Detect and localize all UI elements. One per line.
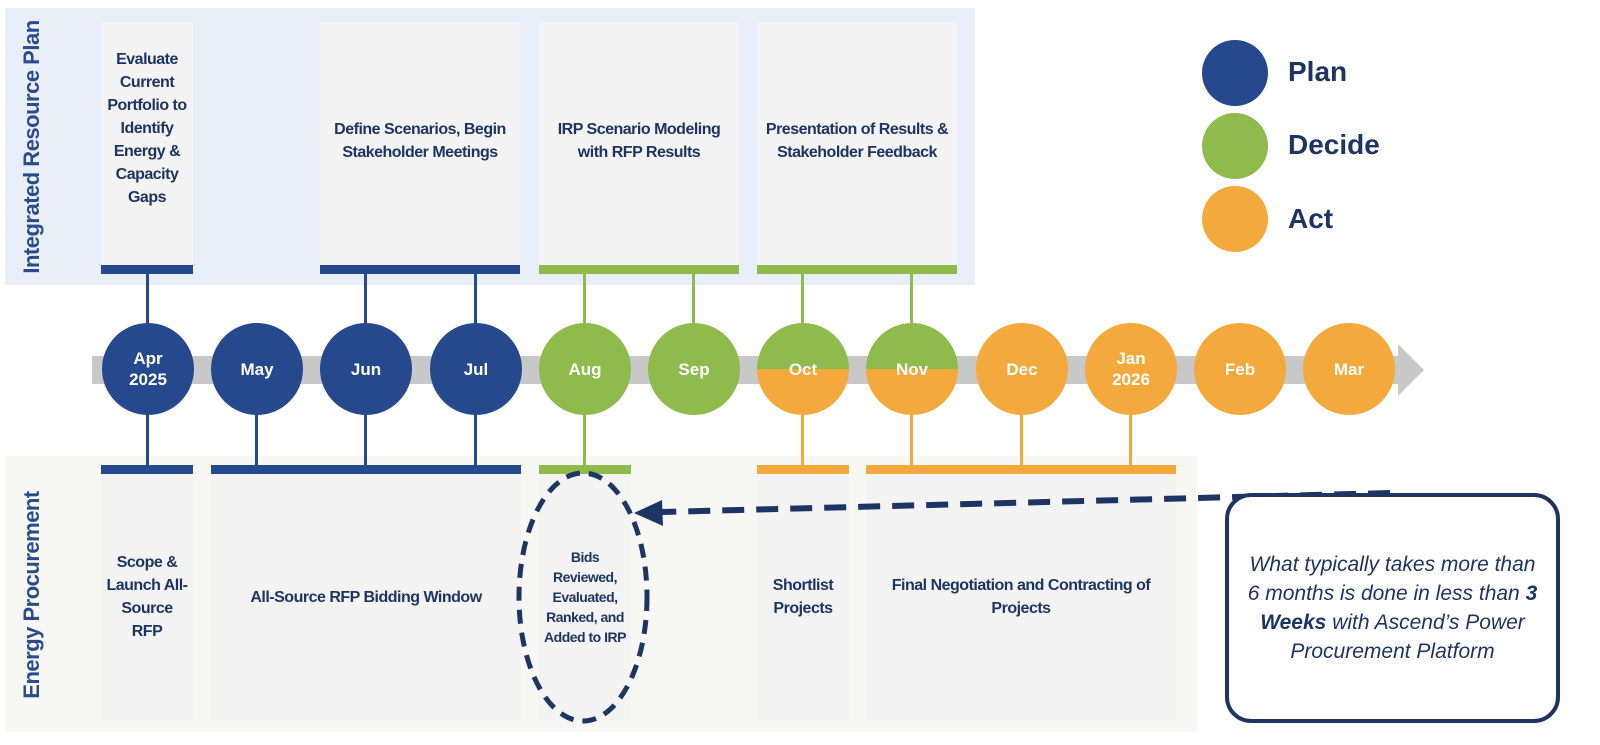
legend-act-label: Act — [1288, 203, 1334, 234]
proc-task-bidding-text: All-Source RFP Bidding Window — [250, 588, 482, 606]
month-jul-label: Jul — [463, 359, 489, 379]
proc-task-scope: Scope & Launch All-Source RFP — [101, 474, 193, 720]
proc-task-scope-text: Scope & Launch All-Source RFP — [106, 554, 188, 640]
stem-bot-jul — [474, 412, 477, 467]
month-apr-year: 2025 — [129, 370, 167, 389]
stem-top-apr — [146, 272, 149, 326]
stem-bot-dec — [1020, 412, 1023, 467]
proc-task-negotiation-text: Final Negotiation and Contracting of Pro… — [891, 577, 1151, 617]
month-feb: Feb — [1194, 323, 1286, 415]
irp-task-evaluate-text: Evaluate Current Portfolio to Identify E… — [107, 51, 187, 206]
month-aug: Aug — [539, 323, 631, 415]
month-oct: Oct — [757, 323, 849, 415]
irp-bar-oct-nov — [757, 265, 957, 274]
proc-bar-apr — [101, 465, 193, 474]
proc-task-bidding: All-Source RFP Bidding Window — [211, 474, 521, 720]
stem-bot-may — [255, 412, 258, 467]
procurement-side-label: Energy Procurement — [19, 491, 44, 699]
legend-decide-label: Decide — [1288, 129, 1380, 160]
proc-bar-nov-jan — [866, 465, 1176, 474]
month-jun-label: Jun — [350, 359, 382, 379]
proc-bar-aug — [539, 465, 631, 474]
irp-task-presentation-text: Presentation of Results & Stakeholder Fe… — [765, 121, 949, 161]
callout-text-before: What typically takes more than 6 months … — [1247, 553, 1536, 605]
irp-bar-aug-sep — [539, 265, 739, 274]
legend-plan-dot — [1202, 40, 1268, 106]
month-dec: Dec — [976, 323, 1068, 415]
month-apr: Apr 2025 — [102, 323, 194, 415]
proc-bar-may-jul — [211, 465, 521, 474]
proc-task-negotiation: Final Negotiation and Contracting of Pro… — [866, 474, 1176, 720]
stem-bot-jan — [1129, 412, 1132, 467]
irp-task-presentation: Presentation of Results & Stakeholder Fe… — [757, 22, 957, 267]
irp-task-define: Define Scenarios, Begin Stakeholder Meet… — [320, 22, 520, 267]
stem-top-oct — [801, 272, 804, 326]
month-nov: Nov — [866, 323, 958, 415]
stem-bot-aug — [583, 412, 586, 467]
irp-bar-jun-jul — [320, 265, 520, 274]
month-jan: Jan 2026 — [1085, 323, 1177, 415]
month-apr-label: Apr — [133, 349, 163, 368]
stem-top-sep — [692, 272, 695, 326]
proc-task-bids: Bids Reviewed, Evaluated, Ranked, and Ad… — [539, 474, 631, 720]
callout-text-after: with Ascend’s Power Procurement Platform — [1290, 611, 1525, 663]
legend-plan-label: Plan — [1288, 56, 1348, 87]
callout-text: What typically takes more than 6 months … — [1247, 550, 1538, 666]
month-aug-label: Aug — [568, 359, 602, 379]
month-mar: Mar — [1303, 323, 1395, 415]
stem-top-nov — [910, 272, 913, 326]
proc-task-shortlist: Shortlist Projects — [757, 474, 849, 720]
stem-bot-jun — [364, 412, 367, 467]
month-mar-label: Mar — [1333, 359, 1365, 379]
irp-task-modeling: IRP Scenario Modeling with RFP Results — [539, 22, 739, 267]
month-sep: Sep — [648, 323, 740, 415]
month-may: May — [211, 323, 303, 415]
proc-bar-oct — [757, 465, 849, 474]
month-jan-label: Jan — [1116, 349, 1146, 368]
legend-decide-dot — [1202, 113, 1268, 179]
month-jun: Jun — [320, 323, 412, 415]
irp-bar-apr — [101, 265, 193, 274]
irp-task-evaluate: Evaluate Current Portfolio to Identify E… — [101, 22, 193, 267]
month-sep-label: Sep — [678, 359, 710, 379]
month-dec-label: Dec — [1006, 359, 1038, 379]
month-jul: Jul — [430, 323, 522, 415]
legend-act-dot — [1202, 186, 1268, 252]
stem-bot-apr — [146, 412, 149, 467]
stem-bot-nov — [910, 412, 913, 467]
month-feb-label: Feb — [1224, 359, 1256, 379]
proc-task-bids-text: Bids Reviewed, Evaluated, Ranked, and Ad… — [544, 549, 626, 645]
irp-side-label: Integrated Resource Plan — [19, 20, 44, 274]
callout-box: What typically takes more than 6 months … — [1225, 493, 1560, 723]
irp-task-define-text: Define Scenarios, Begin Stakeholder Meet… — [334, 121, 506, 161]
timeline-arrowhead — [1398, 344, 1424, 396]
month-jan-year: 2026 — [1112, 370, 1150, 389]
stem-top-jun — [364, 272, 367, 326]
irp-task-modeling-text: IRP Scenario Modeling with RFP Results — [557, 121, 721, 161]
callout-emphasis: 3 Weeks — [1260, 582, 1538, 634]
stem-top-aug — [583, 272, 586, 326]
proc-task-shortlist-text: Shortlist Projects — [772, 577, 834, 617]
month-may-label: May — [240, 359, 274, 379]
stem-bot-oct — [801, 412, 804, 467]
stem-top-jul — [474, 272, 477, 326]
month-oct-label: Oct — [788, 359, 818, 379]
month-nov-label: Nov — [895, 359, 929, 379]
